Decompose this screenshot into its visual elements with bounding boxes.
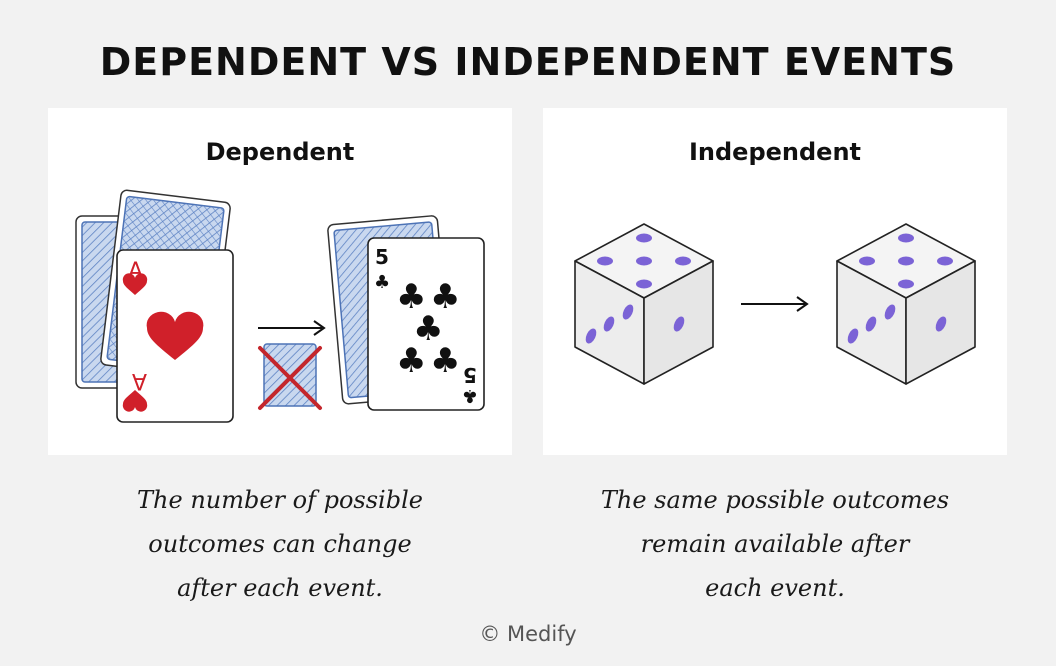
club-icon: ♣: [430, 277, 460, 317]
caption-line: The number of possible: [137, 486, 423, 514]
removed-card-back: [258, 343, 322, 410]
independent-caption: The same possible outcomes remain availa…: [543, 478, 1007, 610]
independent-panel: Independent: [543, 108, 1007, 455]
independent-heading: Independent: [688, 138, 862, 166]
independent-illustration: [574, 223, 976, 385]
club-icon: ♣: [430, 341, 460, 381]
die-icon: [574, 223, 714, 385]
club-icon: ♣: [462, 385, 478, 406]
caption-line: each event.: [705, 574, 845, 602]
caption-line: outcomes can change: [148, 530, 412, 558]
arrow-right-icon: [741, 296, 809, 312]
caption-line: remain available after: [640, 530, 910, 558]
arrow-right-icon: [258, 320, 326, 336]
page-title: DEPENDENT VS INDEPENDENT EVENTS: [99, 40, 957, 84]
club-icon: ♣: [396, 277, 426, 317]
die-icon: [836, 223, 976, 385]
five-of-clubs-card: 5 ♣ ♣ ♣ ♣ ♣ ♣ ♣ 5: [367, 237, 485, 411]
club-icon: ♣: [413, 309, 443, 349]
ace-of-hearts-card: A A: [116, 249, 234, 423]
heart-icon: [146, 311, 204, 360]
dependent-panel: Dependent A: [48, 108, 512, 455]
club-icon: ♣: [374, 272, 390, 293]
club-icon: ♣: [396, 341, 426, 381]
ace-rank-bottom: A: [132, 368, 147, 393]
caption-line: The same possible outcomes: [600, 486, 950, 514]
heart-icon: [122, 273, 148, 295]
heart-icon: [122, 390, 148, 412]
dependent-illustration: A A 5 ♣ ♣ ♣: [75, 189, 485, 423]
five-rank-bottom: 5: [463, 363, 477, 387]
caption-line: after each event.: [177, 574, 383, 602]
copyright-text: © Medify: [479, 622, 577, 646]
dependent-heading: Dependent: [205, 138, 355, 166]
dependent-caption: The number of possible outcomes can chan…: [48, 478, 512, 610]
five-rank-top: 5: [375, 245, 389, 269]
